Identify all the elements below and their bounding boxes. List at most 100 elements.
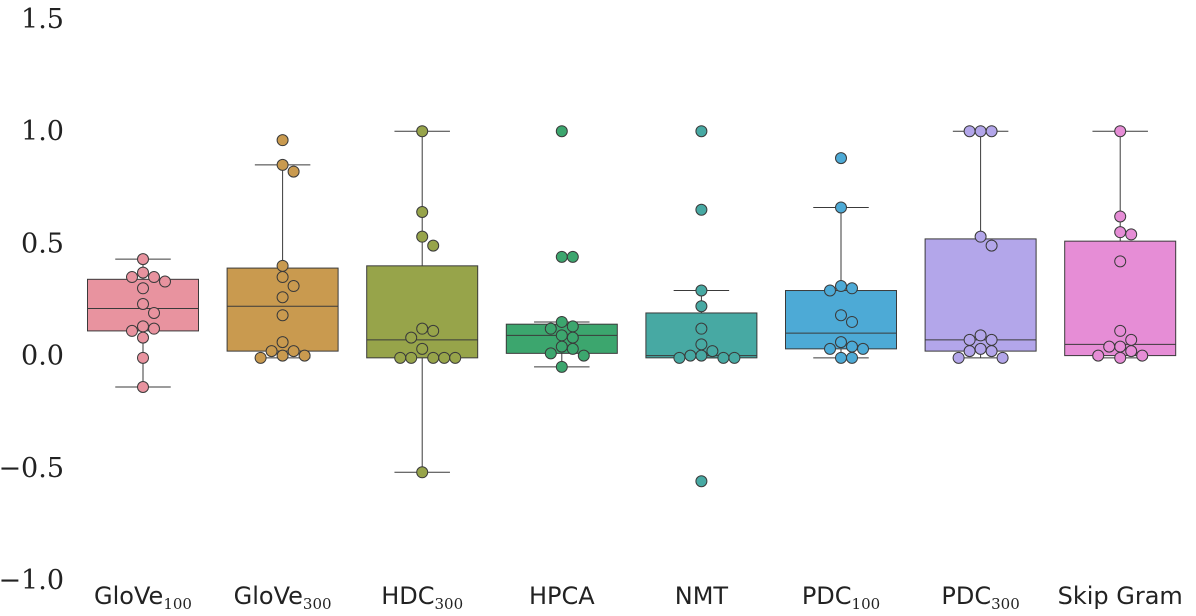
box-group <box>1064 125 1177 364</box>
data-point <box>835 351 847 364</box>
data-point <box>846 282 858 295</box>
data-point <box>276 259 289 272</box>
data-point <box>566 331 579 344</box>
y-tick-label: 0.0 <box>21 341 64 372</box>
data-point <box>148 322 160 335</box>
data-point <box>276 349 289 362</box>
data-point <box>555 360 568 373</box>
data-point <box>1114 125 1127 138</box>
data-point <box>857 342 869 355</box>
data-point <box>427 351 440 364</box>
data-point <box>963 345 976 358</box>
data-point <box>974 125 987 138</box>
data-point <box>566 342 579 355</box>
x-tick-label: HDC300 <box>381 582 463 613</box>
data-point <box>695 300 708 313</box>
data-point <box>577 349 590 362</box>
data-point <box>126 324 138 337</box>
data-point <box>985 239 998 252</box>
data-point <box>1114 255 1127 268</box>
data-point <box>254 351 267 364</box>
data-point <box>695 338 708 351</box>
data-point <box>137 351 149 364</box>
data-point <box>835 152 847 165</box>
data-point <box>276 158 289 171</box>
data-point <box>985 345 998 358</box>
data-point <box>974 329 987 342</box>
box-group <box>226 134 339 364</box>
data-point <box>298 349 311 362</box>
data-point <box>566 250 579 263</box>
data-point <box>555 315 568 328</box>
data-point <box>985 333 998 346</box>
data-point <box>1103 340 1116 353</box>
data-point <box>985 125 998 138</box>
data-point <box>137 282 149 295</box>
data-point <box>846 351 858 364</box>
data-point <box>137 266 149 279</box>
data-point <box>835 336 847 349</box>
data-point <box>1125 228 1138 241</box>
data-point <box>148 271 160 284</box>
data-point <box>974 230 987 243</box>
data-point <box>276 336 289 349</box>
data-point <box>287 345 300 358</box>
data-point <box>695 284 708 297</box>
data-point <box>137 320 149 333</box>
data-point <box>846 315 858 328</box>
x-tick-label: PDC300 <box>941 582 1019 613</box>
data-point <box>416 230 429 243</box>
data-point <box>449 351 462 364</box>
data-point <box>728 351 741 364</box>
data-point <box>695 125 708 138</box>
data-point <box>438 351 451 364</box>
data-point <box>416 342 429 355</box>
data-point <box>276 291 289 304</box>
data-point <box>695 349 708 362</box>
data-point <box>427 239 440 252</box>
box-group <box>87 253 199 394</box>
y-tick-label: −1.0 <box>0 565 64 596</box>
data-point <box>276 309 289 322</box>
box-group <box>366 125 479 479</box>
data-point <box>963 333 976 346</box>
data-point <box>544 322 557 335</box>
x-tick-label: HPCA <box>529 582 595 610</box>
data-point <box>1114 226 1127 239</box>
iqr-box <box>366 265 479 359</box>
box-group <box>505 125 618 373</box>
data-point <box>544 347 557 360</box>
data-point <box>405 351 418 364</box>
y-tick-label: 0.5 <box>21 228 64 259</box>
data-point <box>148 306 160 319</box>
data-point <box>137 331 149 344</box>
data-point <box>684 349 697 362</box>
data-point <box>405 331 418 344</box>
box-group <box>785 152 897 364</box>
data-point <box>1114 210 1127 223</box>
box-group <box>645 125 758 488</box>
data-point <box>835 280 847 293</box>
y-tick-label: 1.5 <box>21 4 64 35</box>
data-point <box>416 322 429 335</box>
data-point <box>695 475 708 488</box>
data-point <box>824 284 836 297</box>
data-point <box>555 250 568 263</box>
data-point <box>416 466 429 479</box>
y-tick-label: 1.0 <box>21 116 64 147</box>
x-tick-label: NMT <box>675 582 729 610</box>
data-point <box>276 134 289 147</box>
data-point <box>265 345 278 358</box>
data-point <box>1114 324 1127 337</box>
data-point <box>555 125 568 138</box>
x-tick-label: Skip Gram <box>1058 582 1183 610</box>
data-point <box>416 205 429 218</box>
data-point <box>287 280 300 293</box>
data-point <box>673 351 686 364</box>
data-point <box>555 340 568 353</box>
data-point <box>695 203 708 216</box>
data-point <box>706 345 719 358</box>
data-point <box>1125 333 1138 346</box>
